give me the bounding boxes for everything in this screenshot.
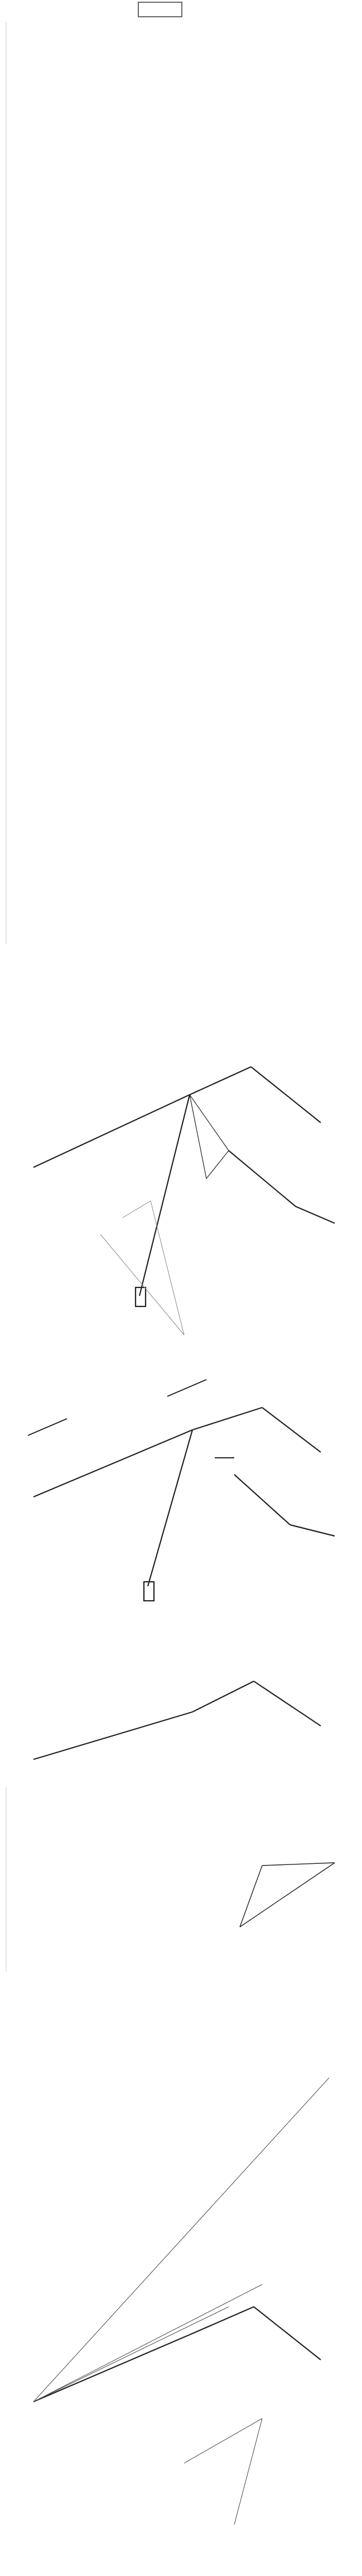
velocity-vector <box>100 1234 185 1335</box>
link-ab <box>33 1429 193 1498</box>
link-ab <box>33 1094 190 1168</box>
link-bc <box>189 1066 252 1096</box>
link-cd <box>253 1681 321 1726</box>
link-ab <box>33 1711 193 1761</box>
header-box <box>138 2 182 17</box>
acceleration-vector <box>184 2418 263 2464</box>
velocity-arrow <box>167 1379 207 1397</box>
link-cd <box>262 1407 321 1453</box>
velocity-arrow <box>27 1418 67 1436</box>
link-e-f <box>234 1474 291 1525</box>
triangle-body <box>189 1094 229 1180</box>
slider-block <box>134 1286 147 1308</box>
slider-block <box>143 1581 155 1602</box>
link-cd <box>253 2306 321 2360</box>
mechanism-sketch-1 <box>33 1066 335 1335</box>
link-bc <box>192 1406 263 1431</box>
acceleration-vector <box>239 1865 263 1928</box>
link-ab <box>33 2334 190 2403</box>
construction-line <box>33 2077 330 2402</box>
link-cd <box>250 1066 321 1123</box>
acceleration-diagram-1 <box>239 1862 335 1928</box>
link-f-o3 <box>289 1524 335 1537</box>
mechanism-sketch-2 <box>27 1379 335 1602</box>
link-bc <box>192 1681 254 1712</box>
handwritten-calculations-block <box>6 22 353 944</box>
link-b-slider <box>138 1094 191 1296</box>
link-e-f <box>228 1150 296 1207</box>
acceleration-vector <box>234 2418 263 2525</box>
velocity-vector <box>150 1200 185 1335</box>
acceleration-vector <box>262 1862 335 1866</box>
handwritten-acceleration-block <box>6 1787 353 1972</box>
construction-line <box>33 2284 263 2402</box>
link-b-slider <box>147 1429 194 1587</box>
velocity-vector <box>122 1200 151 1218</box>
link-f-o3 <box>295 1205 335 1224</box>
construction-line <box>33 2306 229 2402</box>
mechanism-sketch-3 <box>33 1681 321 1761</box>
mechanism-sketch-4 <box>33 2077 330 2525</box>
link-bc <box>189 2306 254 2336</box>
acceleration-vector <box>239 1862 335 1928</box>
